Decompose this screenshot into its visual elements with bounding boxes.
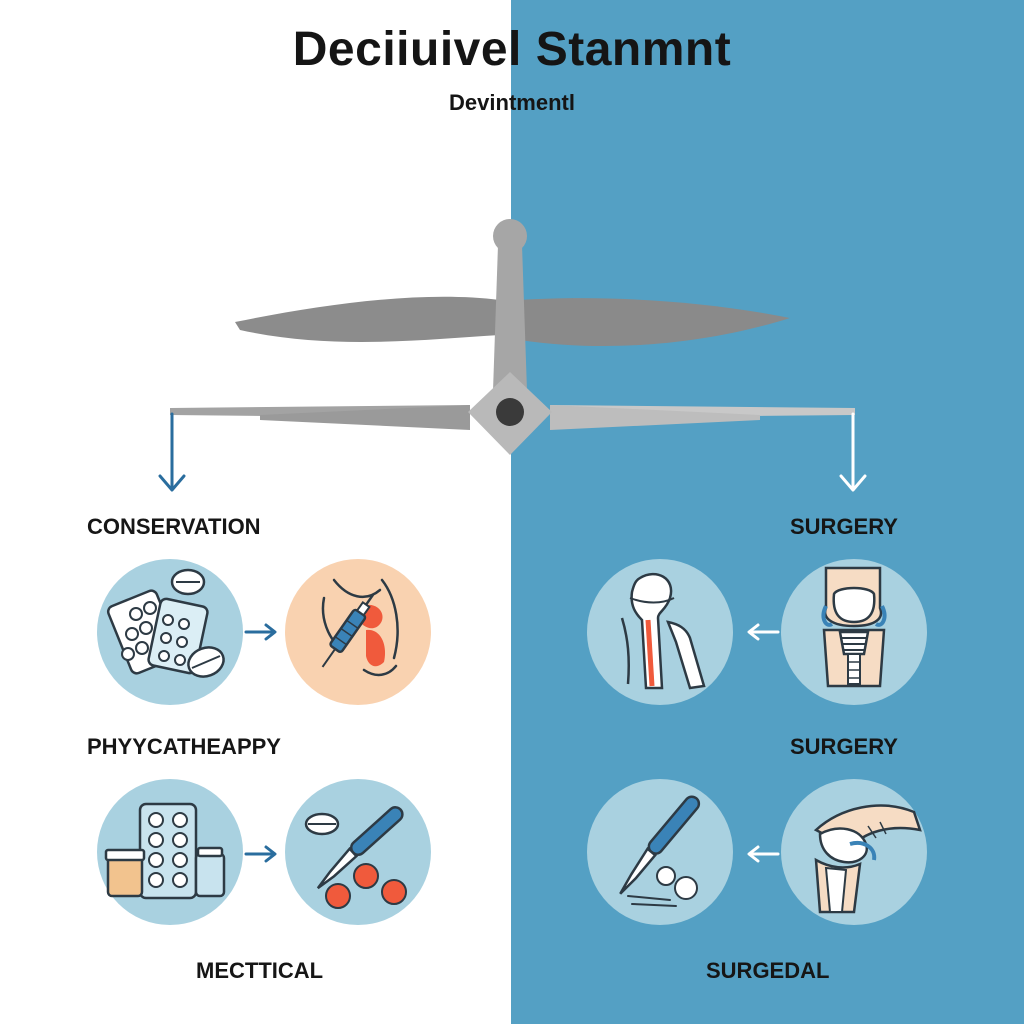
circle-hip-bone [586,558,734,706]
label-surgical: SURGEDAL [706,958,830,983]
circle-knee-joint [780,778,928,926]
scale-beam-mid-right [550,405,760,430]
knee-implant-icon [781,559,927,705]
hip-bone-icon [587,559,733,705]
label-surgery-mid: SURGERY [790,734,898,759]
arrow-left-top [742,620,782,644]
circle-scalpel [586,778,734,926]
label-surgery-top: SURGERY [790,514,898,539]
right-drop-arrow [839,412,867,492]
arrow-left-bottom [742,842,782,866]
circle-injection [284,558,432,706]
scale-beam-mid-left [260,405,470,430]
knee-joint-icon [781,779,927,925]
scalpel-icon [587,779,733,925]
medicine-bottles-icon [97,779,243,925]
injection-joint-icon [285,559,431,705]
circle-medicine-bottles [96,778,244,926]
scale-right-wing [520,298,790,347]
label-conservation: CONSERVATION [87,514,261,539]
scale-left-wing [235,296,500,342]
circle-knee-implant [780,558,928,706]
label-physiotherapy: PHYYCATHEAPPY [87,734,281,759]
arrow-right-bottom [242,842,282,866]
scale-top-knob [493,219,527,253]
left-drop-arrow [158,412,186,492]
scalpel-pills-icon [285,779,431,925]
scale-pivot [496,398,524,426]
circle-pill-blister [96,558,244,706]
page-subtitle: Devintmentl [449,90,575,115]
arrow-right-top [242,620,282,644]
scale-post [492,245,528,420]
circle-scalpel-pills [284,778,432,926]
label-medical: MECTTICAL [196,958,324,983]
page-title: Deciiuivel Stanmnt [292,23,732,76]
pill-blister-icon [97,559,243,705]
